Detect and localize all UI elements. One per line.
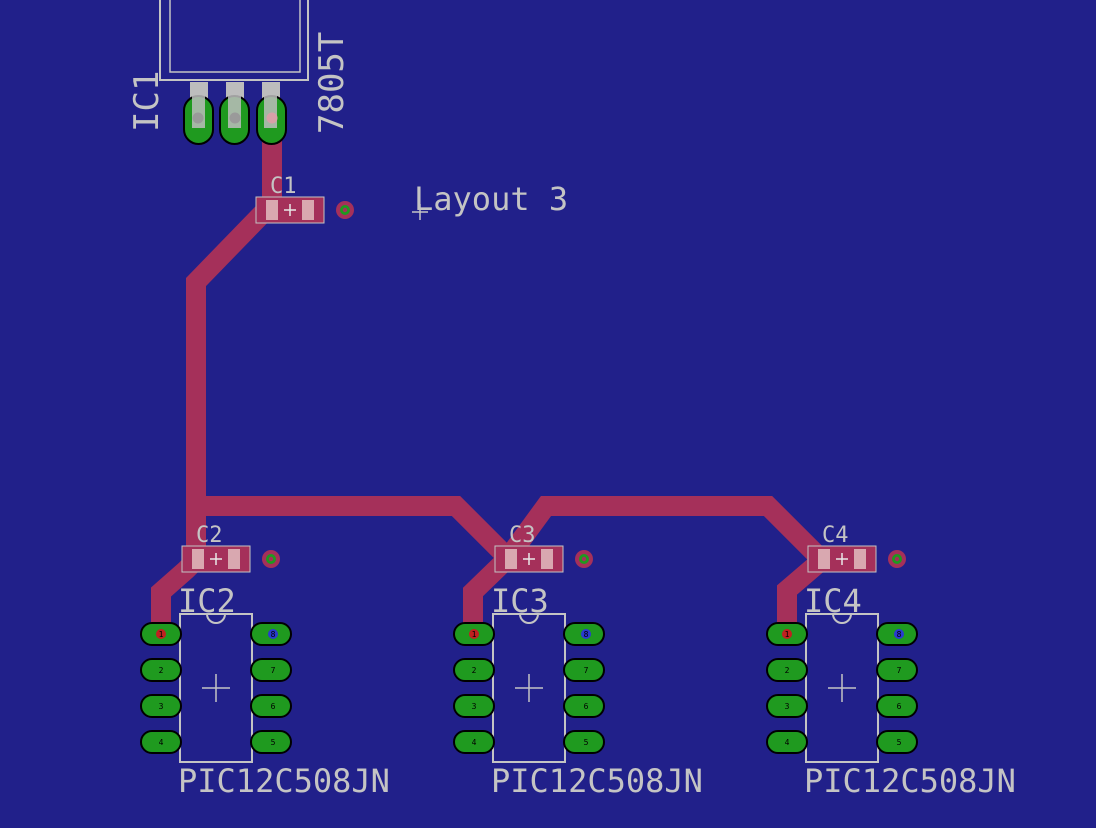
capacitor-c1[interactable]: C1 — [255, 174, 354, 224]
chip-ic3-pin-3: 3 — [472, 702, 477, 711]
trace-bus-to-c4 — [499, 496, 830, 568]
layout-title-group: Layout 3 — [412, 180, 568, 220]
trace-c1-to-bus — [186, 197, 279, 506]
chip-ic3-outline — [492, 613, 566, 763]
chip-ic2-pin-4: 4 — [159, 738, 164, 747]
chip-ic4-pin-5: 5 — [897, 738, 902, 747]
chip-ic4-pin-4: 4 — [785, 738, 790, 747]
chip-ic2-pin-3: 3 — [159, 702, 164, 711]
capacitor-c4-label: C4 — [822, 523, 849, 548]
regulator-body-inner — [169, 0, 301, 73]
regulator-value-label: 7805T — [312, 32, 352, 134]
chip-ic2-pin-6: 6 — [271, 702, 276, 711]
chip-ic4-pin-1: 1 — [785, 630, 790, 639]
capacitor-c2-label: C2 — [196, 523, 223, 548]
chip-ic3-pin-1: 1 — [472, 630, 477, 639]
capacitor-c4[interactable]: C4 — [807, 523, 906, 573]
chip-ic3-name-label: IC3 — [491, 582, 549, 620]
chip-ic3-pads — [453, 622, 605, 754]
chip-ic2-pin-7: 7 — [271, 666, 276, 675]
chip-ic3-pin-6: 6 — [584, 702, 589, 711]
capacitor-c3[interactable]: C3 — [494, 523, 593, 573]
chip-ic4[interactable]: 1 2 3 4 5 6 7 8 IC4 PIC12C508JN — [766, 582, 1016, 800]
chip-ic4-pin-6: 6 — [897, 702, 902, 711]
chip-ic4-pin-7: 7 — [897, 666, 902, 675]
chip-ic4-pads — [766, 622, 918, 754]
chip-ic2-pin-8: 8 — [271, 630, 276, 639]
chip-ic4-pin-3: 3 — [785, 702, 790, 711]
regulator-name-label: IC1 — [127, 71, 167, 132]
regulator-pads — [183, 88, 287, 145]
chip-ic2-pin-5: 5 — [271, 738, 276, 747]
chip-ic4-value-label: PIC12C508JN — [804, 762, 1016, 800]
regulator-body-outline — [159, 0, 309, 81]
capacitor-c2[interactable]: C2 — [181, 523, 280, 573]
layout-title: Layout 3 — [414, 180, 568, 218]
chip-ic2-pin-1: 1 — [159, 630, 164, 639]
regulator-ic1[interactable]: IC1 7805T — [127, 0, 352, 145]
chip-ic2-name-label: IC2 — [178, 582, 236, 620]
chip-ic4-pin-8: 8 — [897, 630, 902, 639]
chip-ic2-value-label: PIC12C508JN — [178, 762, 390, 800]
chip-ic4-name-label: IC4 — [804, 582, 862, 620]
chip-ic2-pin-2: 2 — [159, 666, 164, 675]
chip-ic4-pin-2: 2 — [785, 666, 790, 675]
chip-ic3-pin-4: 4 — [472, 738, 477, 747]
chip-ic3-pin-8: 8 — [584, 630, 589, 639]
chip-ic3-pin-5: 5 — [584, 738, 589, 747]
chip-ic4-outline — [805, 613, 879, 763]
chip-ic3[interactable]: 1 2 3 4 5 6 7 8 IC3 PIC12C508JN — [453, 582, 703, 800]
chip-ic3-pin-7: 7 — [584, 666, 589, 675]
trace-bus-horizontal — [196, 496, 516, 566]
chip-ic2-outline — [179, 613, 253, 763]
chip-ic3-value-label: PIC12C508JN — [491, 762, 703, 800]
chip-ic2[interactable]: 1 2 3 4 5 6 7 8 IC2 PIC12C508JN — [140, 582, 390, 800]
chip-ic3-pin-2: 2 — [472, 666, 477, 675]
capacitor-c3-label: C3 — [509, 523, 536, 548]
capacitor-c1-label: C1 — [270, 174, 297, 199]
chip-ic2-pads — [140, 622, 292, 754]
